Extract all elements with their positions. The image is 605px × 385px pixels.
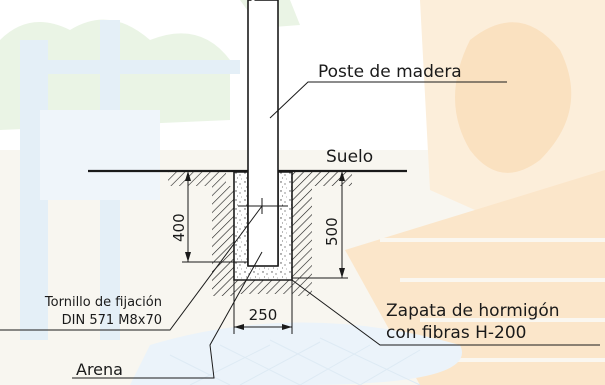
- frame-panel: [40, 110, 160, 200]
- footing-label-line1: Zapata de hormigón: [386, 301, 560, 321]
- sand-leader: [72, 251, 263, 379]
- dimension-400-label: 400: [170, 213, 188, 242]
- sand-label: Arena: [76, 360, 123, 379]
- dimension-500-label: 500: [323, 217, 341, 246]
- frame-top-beam: [40, 60, 240, 74]
- dimension-250: [233, 280, 293, 334]
- post-leader: [269, 81, 507, 119]
- screw-label-line1: Tornillo de fijación: [44, 295, 162, 310]
- wooden-post: [247, 0, 279, 267]
- footing-leader: [291, 279, 600, 346]
- animal-figure: [455, 22, 572, 173]
- ground-label: Suelo: [326, 147, 373, 167]
- dimension-500: [292, 171, 348, 279]
- dimension-250-label: 250: [249, 306, 278, 324]
- soil-hatching: [168, 172, 352, 296]
- footing-label-line2: con fibras H-200: [386, 323, 526, 343]
- post-label: Poste de madera: [318, 62, 462, 82]
- screw-leader: [0, 205, 263, 331]
- leader-lines: [0, 81, 600, 379]
- dimension-400: [178, 170, 248, 263]
- screw-label-line2: DIN 571 M8x70: [62, 313, 162, 328]
- ramp-boards: [345, 170, 605, 385]
